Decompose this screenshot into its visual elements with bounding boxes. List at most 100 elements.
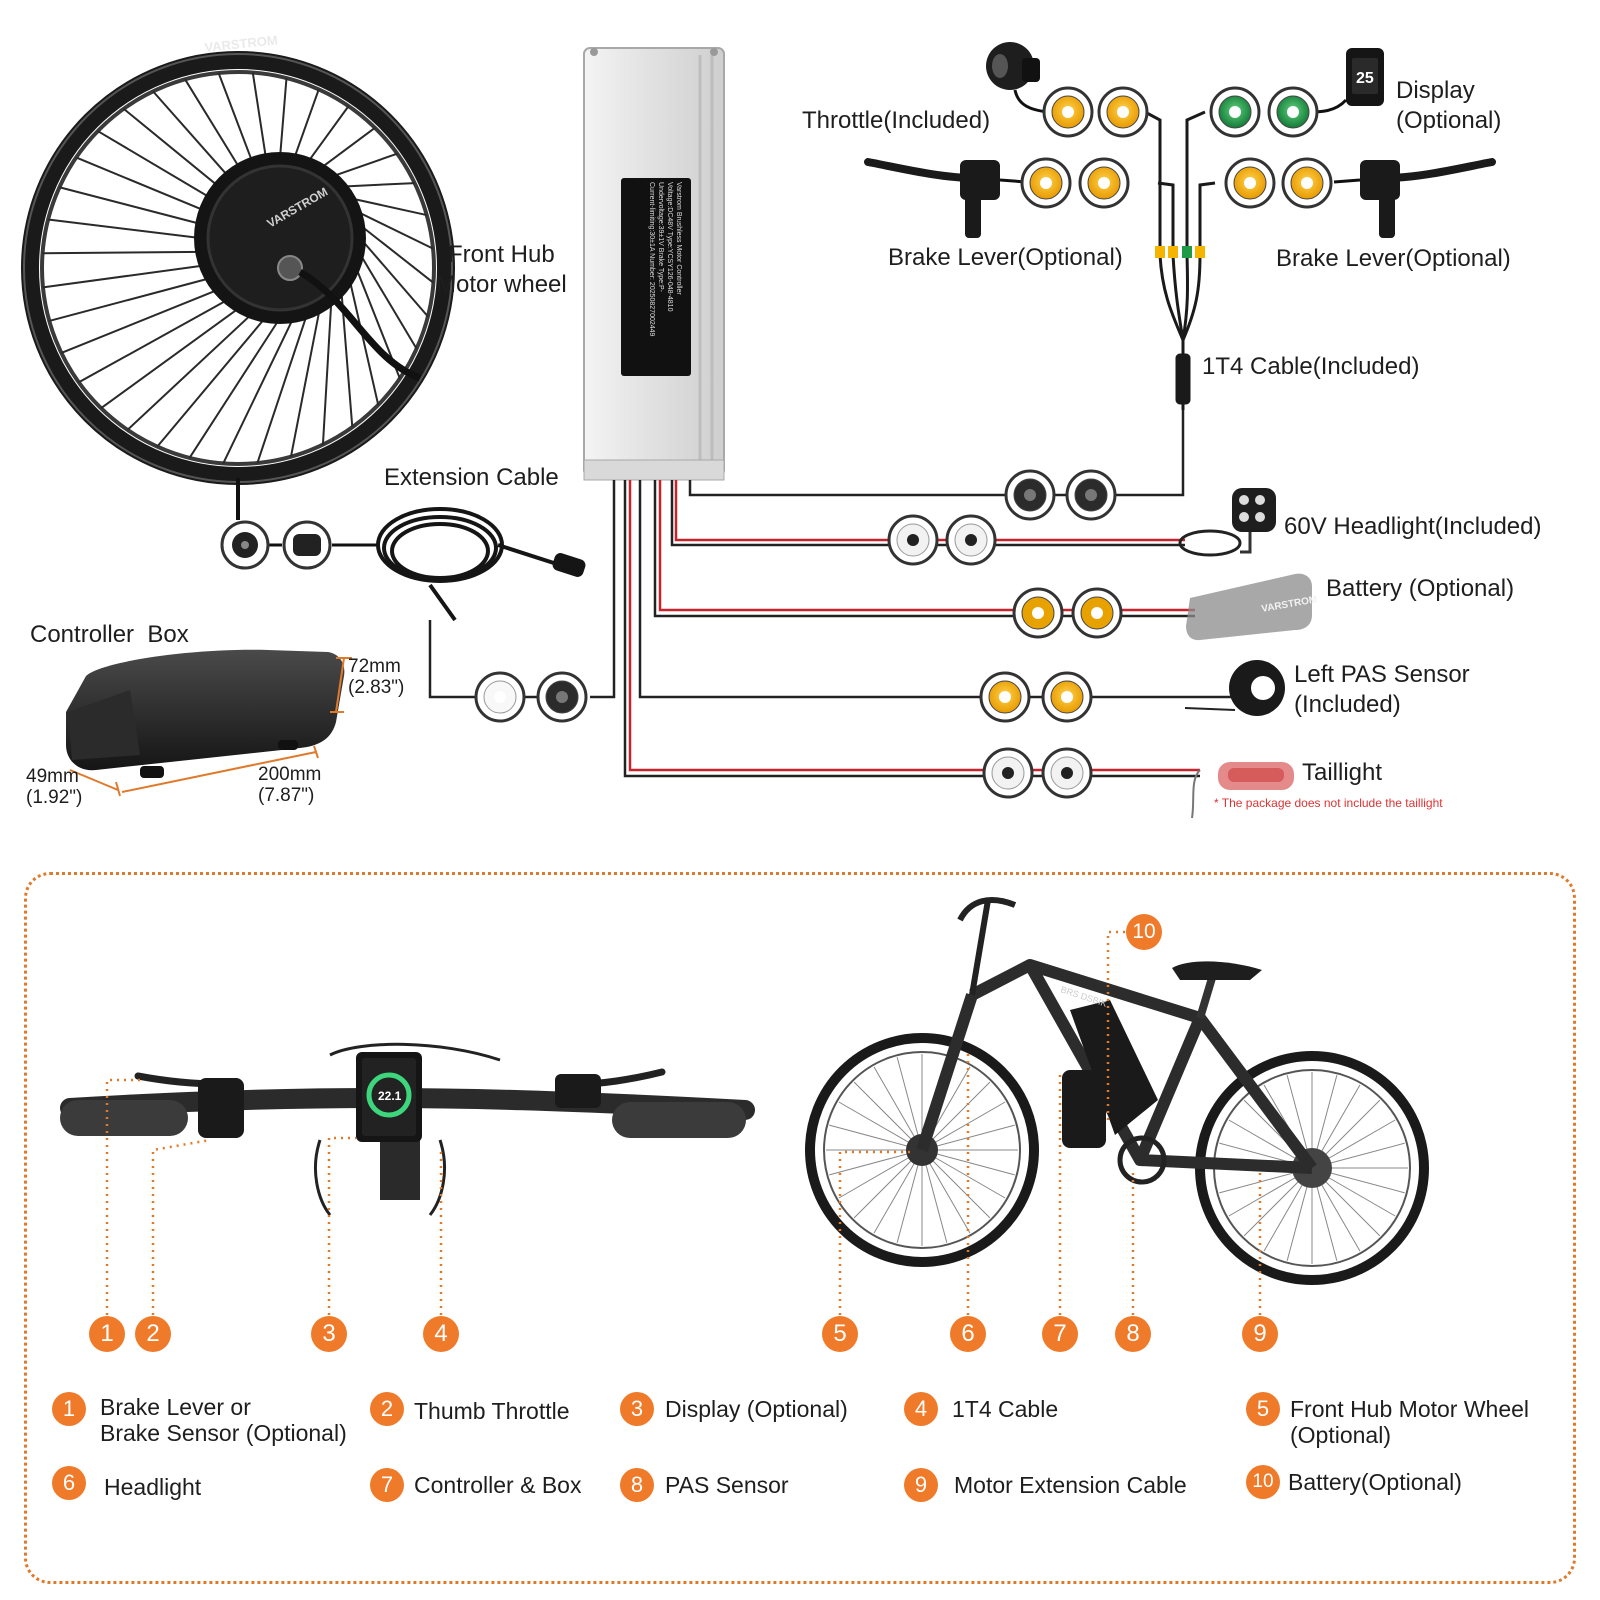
taillight-icon [1191,762,1294,819]
wheel-spoke [49,277,211,322]
brake-lever-right-label: Brake Lever(Optional) [1276,245,1511,272]
extension-cable-label: Extension Cable [384,464,559,491]
wheel-spoke [184,78,241,170]
legend-6-number: 6 [52,1466,86,1500]
controller-box-label: Controller Box [30,621,189,648]
wheel-spoke [319,126,376,170]
plate-line: Undervoltage:39±1V Brake Type:P- [657,182,664,292]
display-label: Display (Optional) [1396,76,1501,136]
bike-spoke [873,1149,923,1234]
front-hub-motor-wheel: VARSTROM VARSTROM [21,32,455,485]
legend-5-number: 5 [1246,1392,1280,1426]
headlight-connector-female-icon [945,514,997,566]
legend-8-number: 8 [620,1468,654,1502]
extension-cable-coil [376,507,586,622]
bike-spoke [853,1149,923,1219]
battery-icon: VARSTROM [1186,573,1318,641]
throttle-connector-male-icon [1042,86,1094,138]
pas-connector-male-icon [979,671,1031,723]
callout-8: 8 [1115,1316,1151,1352]
wheel-spoke [60,288,220,354]
wheel-spoke [256,312,309,464]
bike-spoke [921,1149,991,1219]
dim-height-mm: 72mm [348,656,401,677]
wheel-spoke [279,78,288,159]
taillight-label: Taillight [1302,759,1383,786]
bike-spoke [921,1149,971,1234]
legend-9-text: Motor Extension Cable [954,1472,1187,1498]
wheel-connector-male-icon [220,520,270,570]
bike-spoke [873,1066,923,1151]
pas-sensor-icon [1184,660,1285,716]
bicycle-illustration: BRS DSBIK [805,897,1429,1285]
battery-connector-male-icon [1012,587,1064,639]
wheel-spoke [341,182,415,188]
wheel-spoke [357,251,418,350]
battery-label: Battery (Optional) [1326,575,1515,602]
wheel-spoke [188,317,281,459]
taillight-note: * The package does not include the taill… [1214,796,1443,810]
legend-7-number: 7 [370,1468,404,1502]
wheel-spoke [331,152,398,178]
front-hub-label-line2: Motor wheel [436,271,567,298]
callout-7: 7 [1042,1316,1078,1352]
legend-4-text: 1T4 Cable [952,1396,1059,1422]
extension-connector-female-icon [536,671,588,723]
legend-8-text: PAS Sensor [665,1472,789,1498]
brake-left-connector-female-icon [1078,157,1130,209]
wheel-spoke [75,156,206,212]
callout-2: 2 [135,1316,171,1352]
legend-4-number: 4 [904,1392,938,1426]
plate-line: Varstrom Brushless Motor Controller [675,182,682,295]
wheel-spoke [97,130,212,199]
bike-spoke [921,1149,1015,1176]
dim-height: 72mm (2.83") [348,656,404,698]
legend-5-line2: (Optional) [1290,1422,1391,1448]
bike-spoke [829,1124,923,1151]
brake-left-connector-male-icon [1020,157,1072,209]
throttle-label: Throttle(Included) [802,107,991,134]
wheel-spoke [78,298,230,384]
wheel-spoke [306,105,350,164]
handlebar-illustration: 22.1 [60,1042,755,1216]
taillight-connector-female-icon [1041,747,1093,799]
1t4-cable-label: 1T4 Cable(Included) [1202,353,1420,380]
wheel-spoke [42,264,205,289]
wheel-spoke [359,237,429,318]
wheel-spoke [156,316,267,448]
bike-spoke [921,1081,991,1151]
controller-label-plate: Varstrom Brushless Motor Controller Volt… [621,178,691,376]
bike-spoke [896,1149,923,1243]
legend-10-number: 10 [1246,1465,1280,1499]
plate-line: Voltage:DC48V Type:YCSY126-048-4810 [666,182,673,312]
pas-connector-female-icon [1041,671,1093,723]
wheel-spoke [126,312,254,431]
display-label-line2: (Optional) [1396,107,1502,134]
wheel-spoke [59,186,202,226]
legend-5-line1: Front Hub Motor Wheel [1290,1396,1530,1422]
brake-right-connector-female-icon [1281,157,1333,209]
wheel-spoke [251,72,268,160]
battery-connector-female-icon [1071,587,1123,639]
legend-1-text: Brake Lever or Brake Sensor (Optional) [100,1394,347,1446]
brake-right-connector-male-icon [1224,157,1276,209]
wheel-spoke [348,277,380,406]
bike-spoke [921,1124,1015,1151]
plate-line: Current-limiting:30±1A Number: 202508270… [648,182,655,337]
wheel-spoke [47,218,201,239]
pas-label-line1: Left PAS Sensor [1294,661,1470,688]
legend-9-number: 9 [904,1468,938,1502]
extension-connector-male-icon [474,671,526,723]
dim-length: 200mm (7.87") [258,764,321,806]
legend-2-number: 2 [370,1392,404,1426]
display-connector-female-icon [1267,86,1319,138]
legend-5-text: Front Hub Motor Wheel (Optional) [1290,1396,1529,1448]
legend-3-number: 3 [620,1392,654,1426]
front-hub-label: Front Hub Motor wheel [436,240,567,300]
display-label-line1: Display [1396,77,1475,104]
1t4-controller-connector-female-icon [1065,469,1117,521]
bike-spoke [829,1149,923,1176]
legend-1-number: 1 [52,1392,86,1426]
pas-label-line2: (Included) [1294,691,1401,718]
